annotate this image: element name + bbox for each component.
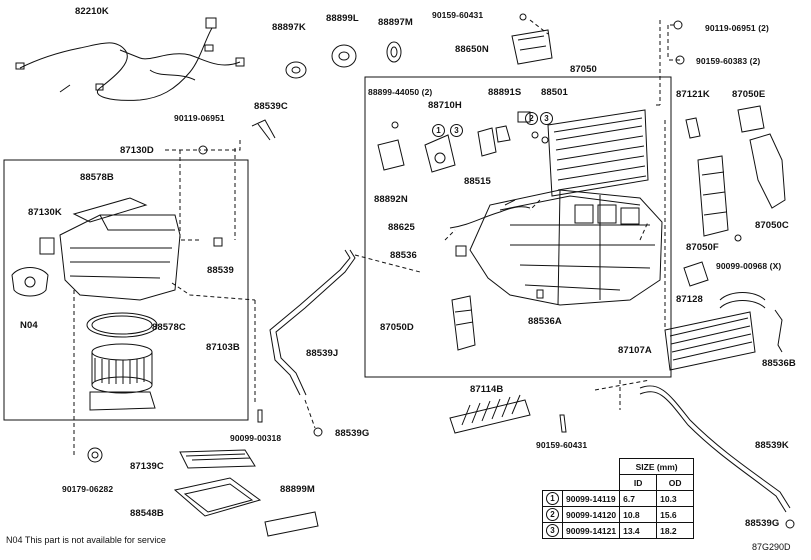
label-88897k: 88897K — [272, 22, 306, 33]
label-88548b: 88548B — [130, 508, 164, 519]
frame-88548b — [173, 477, 262, 517]
ring-88578c — [86, 312, 158, 338]
table-row: 2 90099-14120 10.8 15.6 — [542, 506, 695, 523]
callout-3b: 3 — [540, 112, 553, 125]
grommet-88897m — [386, 41, 402, 63]
diagram-code: 87G290D — [752, 542, 791, 552]
label-87050: 87050 — [570, 64, 597, 75]
filter-87139c — [179, 449, 256, 469]
label-90099-00968: 90099-00968 (X) — [716, 261, 782, 271]
label-87050d: 87050D — [380, 322, 414, 333]
label-88501: 88501 — [541, 87, 568, 98]
label-90159-60383-2: 90159-60383 (2) — [696, 56, 761, 66]
label-88650n: 88650N — [455, 44, 489, 55]
label-88892n: 88892N — [374, 194, 408, 205]
ptc-heater-87114b — [449, 399, 531, 434]
label-90159-60431-top: 90159-60431 — [432, 10, 484, 20]
label-88897m: 88897M — [378, 17, 413, 28]
label-n04: N04 — [20, 320, 38, 331]
label-88539k: 88539K — [755, 440, 789, 451]
size-table-header: SIZE (mm) — [619, 458, 695, 475]
label-88536a: 88536A — [528, 316, 562, 327]
grommet-88897k — [285, 61, 307, 79]
label-87130k: 87130K — [28, 207, 62, 218]
label-90099-00318: 90099-00318 — [230, 433, 282, 443]
label-82210k: 82210K — [75, 6, 109, 17]
hvac-unit — [469, 189, 663, 306]
callout-1: 1 — [432, 124, 445, 137]
label-90119-06951-2: 90119-06951 (2) — [705, 23, 769, 33]
grommet-88899l — [331, 44, 357, 68]
heater-core-87107a — [664, 311, 756, 371]
label-88539: 88539 — [207, 265, 234, 276]
label-87130d: 87130D — [120, 145, 154, 156]
label-88578b: 88578B — [80, 172, 114, 183]
label-90159-60431-b: 90159-60431 — [536, 440, 588, 450]
label-88578c: 88578C — [152, 322, 186, 333]
table-row: 3 90099-14121 13.4 18.2 — [542, 522, 695, 539]
size-col-od: OD — [656, 474, 695, 491]
label-87050e: 87050E — [732, 89, 766, 100]
label-88899-44050: 88899-44050 (2) — [368, 87, 433, 97]
label-90119-06951: 90119-06951 — [174, 113, 225, 123]
label-87107a: 87107A — [618, 345, 652, 356]
label-88515: 88515 — [464, 176, 491, 187]
label-87128: 87128 — [676, 294, 703, 305]
wire-harness — [19, 27, 241, 101]
table-row: 1 90099-14119 6.7 10.3 — [542, 490, 695, 507]
blower-case — [59, 214, 181, 301]
label-87103b: 87103B — [206, 342, 240, 353]
label-87121k: 87121K — [676, 89, 710, 100]
label-87050c: 87050C — [755, 220, 789, 231]
label-88625: 88625 — [388, 222, 415, 233]
label-88539c: 88539C — [254, 101, 288, 112]
size-table: SIZE (mm) ID OD 1 90099-14119 6.7 10.3 2… — [542, 458, 695, 539]
blower-motor — [91, 343, 153, 361]
callout-2: 2 — [525, 112, 538, 125]
footnote: N04 This part is not available for servi… — [6, 535, 166, 545]
label-88536b: 88536B — [762, 358, 796, 369]
bracket-88650n — [511, 29, 553, 65]
label-88536: 88536 — [390, 250, 417, 261]
label-88710h: 88710H — [428, 100, 462, 111]
pipe-88539j — [269, 249, 351, 396]
size-col-id: ID — [619, 474, 658, 491]
pipe-88539k — [639, 385, 791, 509]
evaporator-88501 — [547, 109, 649, 197]
label-90179-06282: 90179-06282 — [62, 484, 114, 494]
label-88899m: 88899M — [280, 484, 315, 495]
label-88539g-2: 88539G — [745, 518, 780, 529]
label-88539g: 88539G — [335, 428, 370, 439]
label-88891s: 88891S — [488, 87, 522, 98]
label-88539j: 88539J — [306, 348, 339, 359]
label-87050f: 87050F — [686, 242, 719, 253]
filter-88578b — [72, 197, 148, 223]
callout-3: 3 — [450, 124, 463, 137]
label-87114b: 87114B — [470, 384, 504, 395]
label-87139c: 87139C — [130, 461, 164, 472]
label-88899l: 88899L — [326, 13, 359, 24]
